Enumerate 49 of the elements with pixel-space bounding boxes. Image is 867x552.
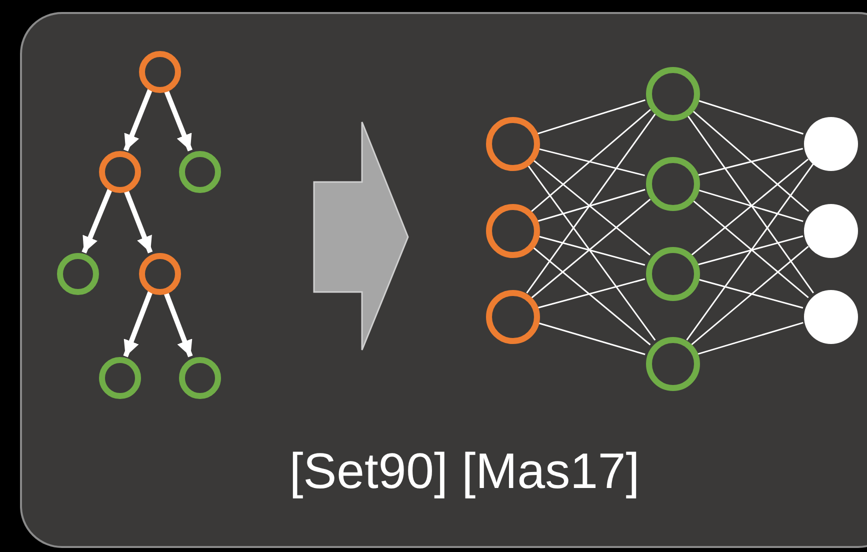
connection-line bbox=[686, 114, 814, 294]
input-neuron-circle bbox=[486, 117, 540, 171]
tree-leaf-circle bbox=[179, 151, 221, 193]
connection-line bbox=[526, 114, 656, 294]
connection-line bbox=[696, 99, 804, 135]
tree-node-circle bbox=[139, 253, 181, 295]
connection-line bbox=[696, 278, 804, 309]
connection-line bbox=[696, 235, 804, 266]
tree-leaf-circle bbox=[57, 253, 99, 295]
connection-line bbox=[531, 109, 651, 212]
arrow bbox=[123, 290, 153, 358]
arrow bbox=[82, 188, 112, 254]
hidden-neuron-circle bbox=[646, 337, 700, 391]
connection-line bbox=[536, 322, 646, 356]
arrow bbox=[123, 188, 153, 254]
panel-background bbox=[20, 12, 867, 548]
connection-line bbox=[691, 198, 809, 298]
connection-line bbox=[696, 322, 804, 356]
connection-line bbox=[536, 278, 646, 309]
citation-text: [Set90] [Mas17] bbox=[288, 444, 641, 499]
tree-node-circle bbox=[99, 151, 141, 193]
output-neuron-circle bbox=[804, 204, 858, 258]
connection-line bbox=[536, 188, 646, 222]
arrow bbox=[123, 88, 153, 152]
hidden-neuron-circle bbox=[646, 247, 700, 301]
connection-line bbox=[531, 198, 651, 298]
connection-line bbox=[691, 246, 809, 346]
tree-leaf-circle bbox=[99, 357, 141, 399]
connection-line bbox=[697, 148, 803, 176]
connection-line bbox=[537, 148, 645, 176]
connection-line bbox=[686, 164, 814, 340]
connection-line bbox=[536, 99, 646, 135]
connection-line bbox=[696, 188, 804, 222]
arrow bbox=[163, 88, 193, 152]
tree-leaf-circle bbox=[179, 357, 221, 399]
connection-line bbox=[536, 235, 646, 266]
input-neuron-circle bbox=[486, 290, 540, 344]
connection-line bbox=[531, 246, 651, 346]
input-neuron-circle bbox=[486, 204, 540, 258]
connection-line bbox=[690, 109, 810, 212]
hidden-neuron-circle bbox=[646, 67, 700, 121]
tree-node-circle bbox=[139, 51, 181, 93]
connection-line bbox=[526, 163, 656, 341]
output-neuron-circle bbox=[804, 290, 858, 344]
arrow bbox=[163, 290, 193, 358]
hidden-neuron-circle bbox=[646, 157, 700, 211]
connection-line bbox=[691, 158, 809, 256]
connection-line bbox=[531, 158, 651, 256]
output-neuron-circle bbox=[804, 117, 858, 171]
